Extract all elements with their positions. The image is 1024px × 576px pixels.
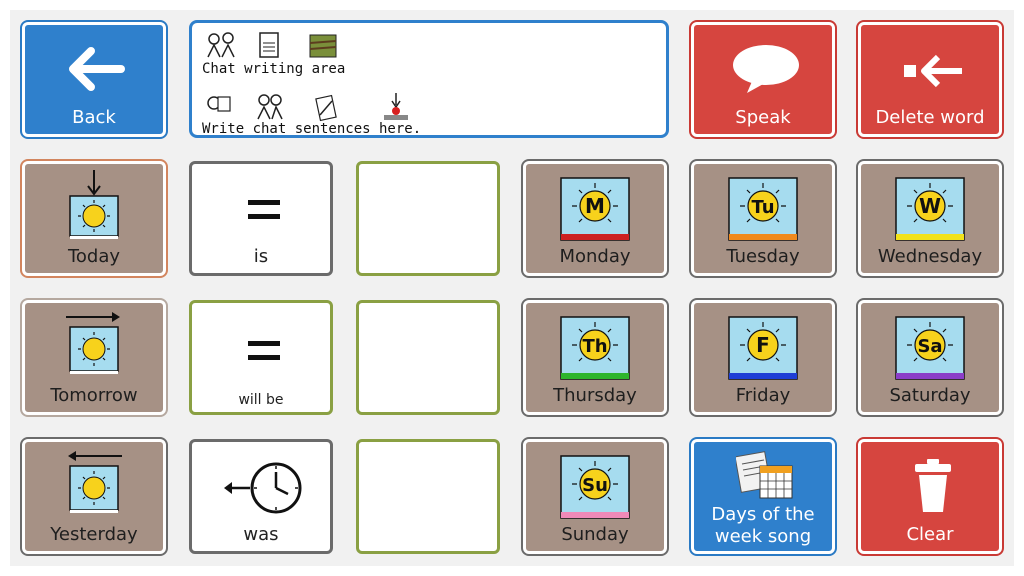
tuesday-sun-icon: Tu	[728, 177, 798, 241]
wednesday-label: Wednesday	[877, 246, 983, 267]
svg-text:F: F	[756, 333, 770, 357]
tomorrow-button[interactable]: Tomorrow	[22, 300, 166, 415]
saturday-sun-icon: Sa	[895, 316, 965, 380]
chat-writing-area[interactable]: Chat writing area Write chat sentences h…	[189, 20, 669, 138]
sunday-sun-icon: Su	[560, 455, 630, 519]
monday-label: Monday	[559, 246, 631, 267]
empty-cell-2[interactable]	[356, 300, 500, 415]
tuesday-label: Tuesday	[726, 246, 800, 267]
saturday-label: Saturday	[889, 385, 971, 406]
svg-text:Sa: Sa	[917, 336, 942, 357]
empty-cell-1[interactable]	[356, 161, 500, 276]
chat-line-2: Write chat sentences here.	[202, 121, 422, 137]
sunday-label: Sunday	[561, 524, 629, 545]
arrow-left-icon	[69, 47, 125, 91]
thursday-button[interactable]: Th Thursday	[523, 300, 667, 415]
was-label: was	[243, 524, 279, 545]
friday-button[interactable]: F Friday	[691, 300, 835, 415]
equals-icon	[248, 200, 280, 219]
tuesday-button[interactable]: Tu Tuesday	[691, 161, 835, 276]
svg-text:Th: Th	[582, 336, 607, 357]
delete-word-icon	[904, 54, 962, 88]
svg-text:M: M	[585, 194, 605, 218]
days-song-button[interactable]: Days of the week song	[691, 439, 835, 554]
speech-bubble-icon	[733, 45, 799, 93]
yesterday-sun-icon	[68, 451, 122, 513]
saturday-button[interactable]: Sa Saturday	[858, 300, 1002, 415]
back-label: Back	[72, 107, 116, 128]
thursday-sun-icon: Th	[560, 316, 630, 380]
yesterday-button[interactable]: Yesterday	[22, 439, 166, 554]
svg-text:Tu: Tu	[751, 197, 774, 218]
was-button[interactable]: was	[189, 439, 333, 554]
tomorrow-sun-icon	[66, 312, 120, 374]
wednesday-sun-icon: W	[895, 177, 965, 241]
delete-word-label: Delete word	[875, 107, 985, 128]
today-label: Today	[67, 246, 121, 267]
wednesday-button[interactable]: W Wednesday	[858, 161, 1002, 276]
tomorrow-label: Tomorrow	[50, 385, 138, 406]
chat-line-1: Chat writing area	[202, 61, 346, 77]
svg-text:Su: Su	[582, 475, 608, 496]
today-button[interactable]: Today	[22, 161, 166, 276]
monday-sun-icon: M	[560, 177, 630, 241]
clock-back-icon	[224, 462, 302, 514]
empty-cell-3[interactable]	[356, 439, 500, 554]
days-song-label: Days of the week song	[711, 504, 815, 547]
svg-text:W: W	[919, 194, 941, 218]
is-label: is	[253, 246, 269, 267]
monday-button[interactable]: M Monday	[523, 161, 667, 276]
chat-symbols-row2	[207, 93, 408, 122]
friday-sun-icon: F	[728, 316, 798, 380]
delete-word-button[interactable]: Delete word	[858, 22, 1002, 137]
will-be-label: will be	[238, 392, 284, 408]
clear-label: Clear	[906, 524, 954, 545]
clear-button[interactable]: Clear	[858, 439, 1002, 554]
trash-can-icon	[915, 459, 951, 512]
back-button[interactable]: Back	[22, 22, 166, 137]
speak-label: Speak	[735, 107, 791, 128]
will-be-button[interactable]: will be	[189, 300, 333, 415]
sunday-button[interactable]: Su Sunday	[523, 439, 667, 554]
music-calendar-icon	[736, 451, 793, 499]
equals-icon	[248, 341, 280, 360]
today-sun-icon	[69, 170, 119, 239]
thursday-label: Thursday	[553, 385, 637, 406]
yesterday-label: Yesterday	[50, 524, 138, 545]
friday-label: Friday	[735, 385, 791, 406]
chat-symbols-row1	[207, 32, 337, 58]
is-button[interactable]: is	[189, 161, 333, 276]
speak-button[interactable]: Speak	[691, 22, 835, 137]
